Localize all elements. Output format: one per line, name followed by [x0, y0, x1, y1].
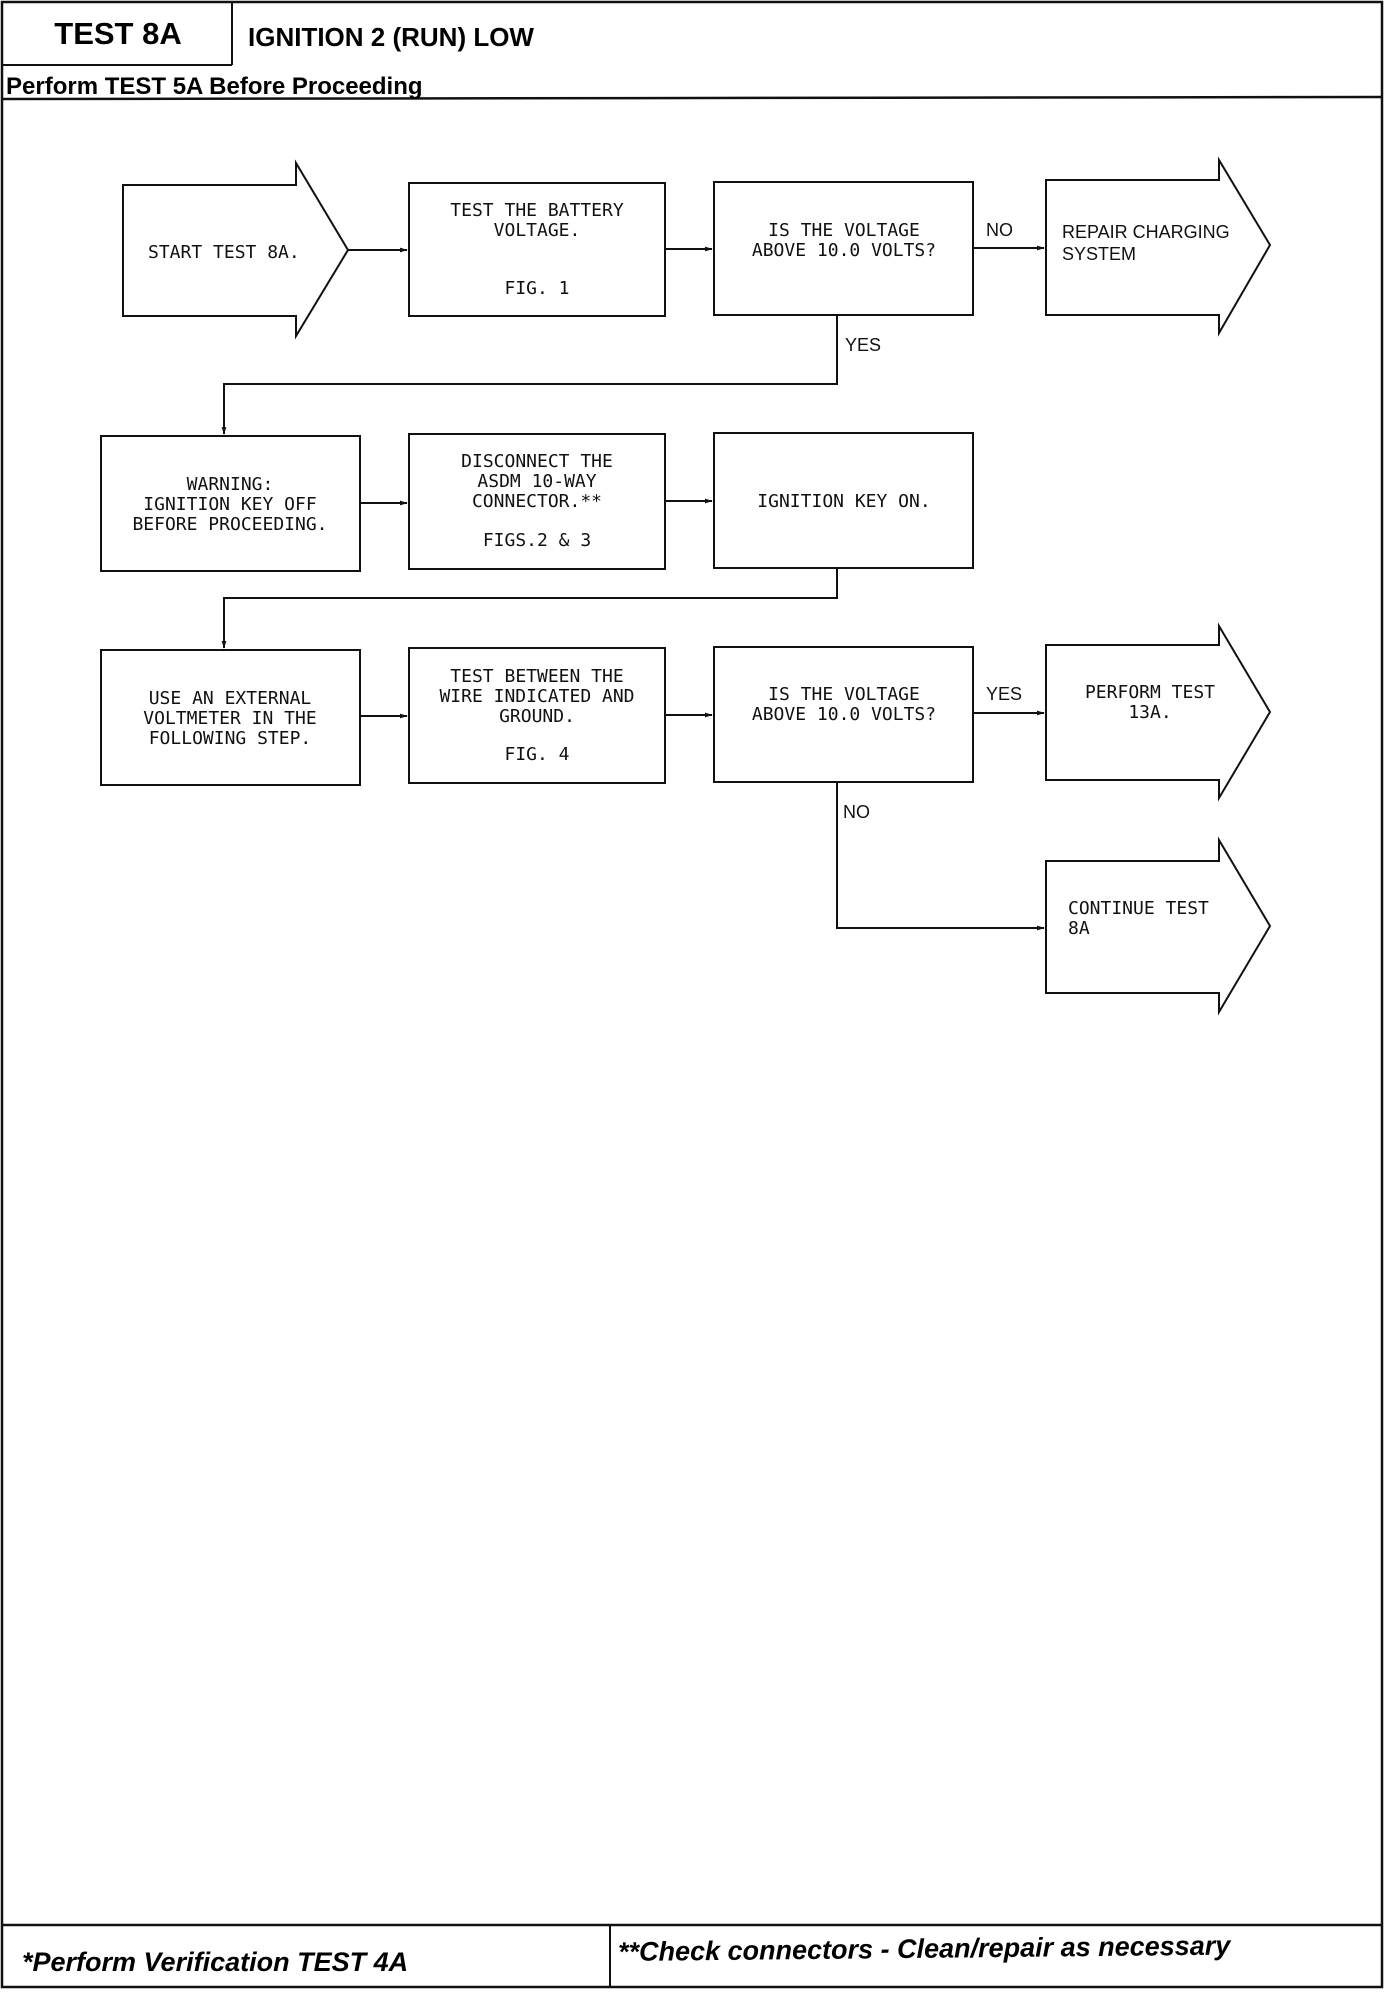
question-2-box [713, 646, 974, 783]
connector-question-1-to-warning [221, 315, 838, 435]
footer-connector-note: **Check connectors - Clean/repair as nec… [617, 1930, 1231, 1967]
use-voltmeter-box [100, 649, 361, 786]
yes-label-1: YES [845, 335, 881, 355]
use-voltmeter-line-1: USE AN EXTERNAL [149, 688, 312, 709]
continue-8a-line-1: CONTINUE TEST [1068, 898, 1209, 919]
perform-13a-arrow-shape [1045, 622, 1272, 802]
no-label-1: NO [986, 220, 1013, 240]
question-1-line-1: IS THE VOLTAGE [768, 220, 920, 241]
continue-8a-arrow-shape [1045, 836, 1272, 1016]
test-id: TEST 8A [54, 16, 182, 51]
start-arrow-shape [122, 159, 350, 340]
perform-13a-line-2: 13A. [1128, 702, 1171, 723]
repair-charging-arrow-shape [1045, 156, 1272, 337]
repair-charging-line-1: REPAIR CHARGING [1062, 222, 1230, 242]
test-title: IGNITION 2 (RUN) LOW [248, 22, 534, 52]
header-bottom-rule [1, 95, 1383, 101]
disconnect-line-1: DISCONNECT THE [461, 451, 613, 472]
use-voltmeter-line-2: VOLTMETER IN THE [143, 708, 316, 729]
ignition-on-label: IGNITION KEY ON. [757, 491, 930, 512]
battery-voltage-line-2: VOLTAGE. [494, 220, 581, 241]
warning-line-2: IGNITION KEY OFF [143, 494, 316, 515]
test-between-line-2: WIRE INDICATED AND [439, 686, 634, 707]
question-1-line-2: ABOVE 10.0 VOLTS? [752, 240, 936, 261]
warning-line-3: BEFORE PROCEEDING. [132, 514, 327, 535]
no-label-2: NO [843, 802, 870, 822]
battery-voltage-line-1: TEST THE BATTERY [450, 200, 624, 221]
ignition-on-box [713, 432, 974, 569]
perform-13a-line-1: PERFORM TEST [1085, 682, 1215, 703]
connector-ignition-to-voltmeter [221, 568, 838, 649]
disconnect-line-3: CONNECTOR.** [472, 491, 602, 512]
disconnect-figs: FIGS.2 & 3 [483, 530, 591, 551]
warning-line-1: WARNING: [187, 474, 274, 495]
test-between-fig: FIG. 4 [504, 744, 569, 765]
start-label: START TEST 8A. [148, 242, 300, 263]
prerequisite-note: Perform TEST 5A Before Proceeding [6, 73, 423, 100]
test-between-line-3: GROUND. [499, 706, 575, 727]
battery-voltage-fig: FIG. 1 [504, 278, 569, 299]
repair-charging-line-2: SYSTEM [1062, 244, 1136, 264]
footer-verification-note: *Perform Verification TEST 4A [22, 1947, 409, 1977]
connector-question-2-to-continue [836, 782, 1045, 931]
yes-label-2: YES [986, 684, 1022, 704]
test-between-line-1: TEST BETWEEN THE [450, 666, 623, 687]
use-voltmeter-line-3: FOLLOWING STEP. [149, 728, 312, 749]
question-2-line-1: IS THE VOLTAGE [768, 684, 920, 705]
question-2-line-2: ABOVE 10.0 VOLTS? [752, 704, 936, 725]
continue-8a-line-2: 8A [1068, 918, 1090, 939]
disconnect-line-2: ASDM 10-WAY [477, 471, 596, 492]
